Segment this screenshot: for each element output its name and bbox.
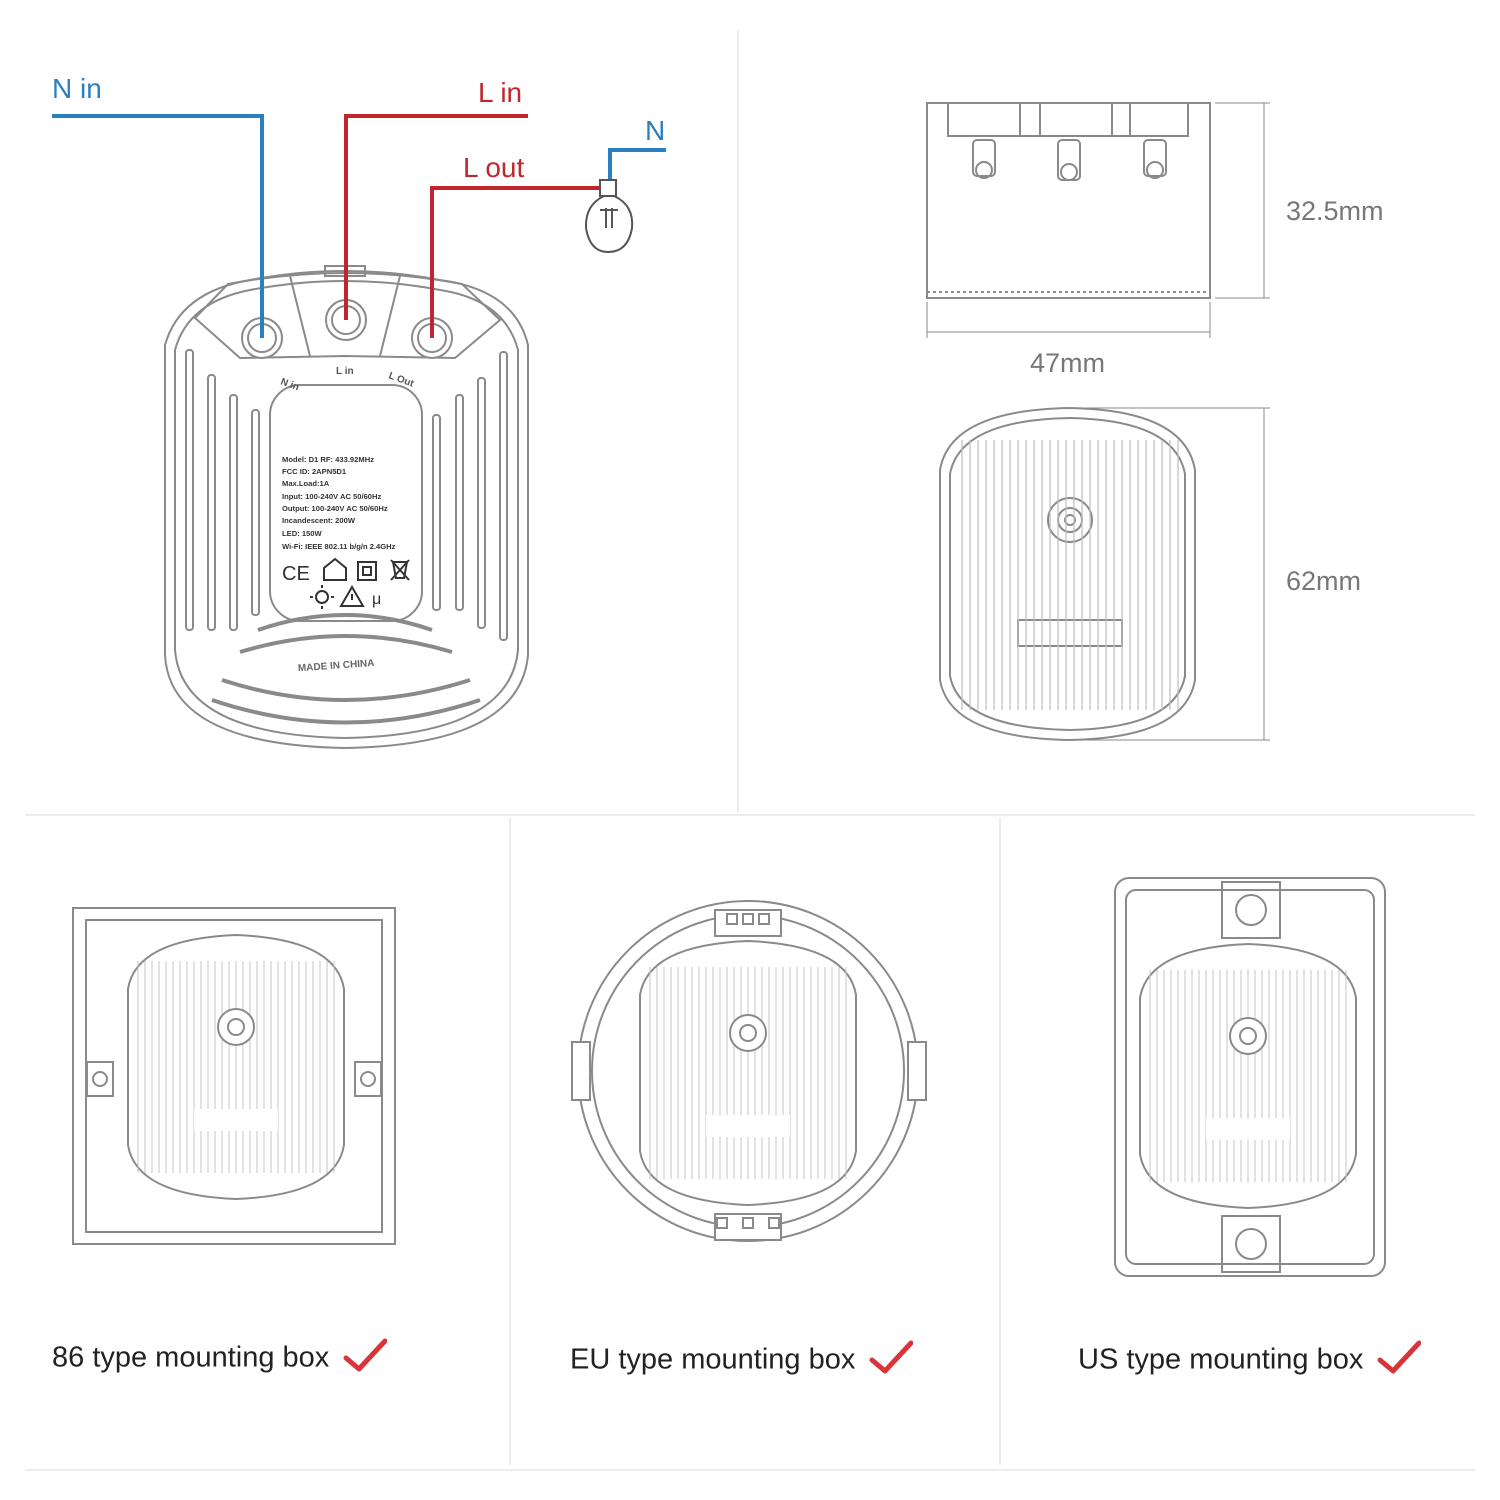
- mounting-label-eu: EU type mounting box: [570, 1340, 914, 1382]
- l-out-label: L out: [463, 152, 524, 183]
- label-area: [706, 1115, 790, 1137]
- center-screw-inner: [739, 1024, 757, 1042]
- neutral-in-wire: [52, 114, 264, 338]
- front-view-ribs: [961, 440, 1179, 710]
- mounting-label-us: US type mounting box: [1078, 1340, 1422, 1382]
- mounting-label-86-text: 86 type mounting box: [52, 1341, 330, 1374]
- mu-icon: μ: [372, 591, 381, 608]
- bin-icon: [390, 559, 410, 581]
- label-area: [194, 1109, 278, 1131]
- live-in-wire: [344, 114, 528, 320]
- check-icon: [1377, 1340, 1422, 1382]
- device-back-view: [164, 265, 529, 750]
- warning-icon: [339, 585, 365, 607]
- device-in-86-box: [127, 933, 345, 1201]
- height-dimension: 32.5mm: [1286, 196, 1384, 226]
- spec-line: Input: 100-240V AC 50/60Hz: [282, 492, 382, 501]
- side-screw: [1057, 139, 1081, 181]
- device-in-eu-box: [639, 939, 857, 1207]
- terminal-label-l-in: L in: [336, 366, 354, 377]
- device-side-view: [926, 102, 1270, 338]
- center-screw: [729, 1014, 767, 1052]
- mounting-box-eu: [571, 900, 927, 1242]
- center-screw-inner: [227, 1018, 245, 1036]
- device-front-view: [939, 406, 1270, 742]
- spec-line: Max.Load:1A: [282, 479, 330, 488]
- mounting-box-86: [72, 907, 396, 1245]
- double-square-icon: [357, 561, 377, 581]
- mounting-box-us: [1114, 877, 1386, 1277]
- center-screw: [1229, 1017, 1267, 1055]
- spec-line: LED: 150W: [282, 529, 322, 538]
- spec-label: Model: D1 RF: 433.92MHz FCC ID: 2APN5D1 …: [282, 455, 396, 551]
- center-screw-inner: [1239, 1027, 1257, 1045]
- l-in-label: L in: [478, 77, 522, 108]
- mounting-label-86: 86 type mounting box: [52, 1338, 388, 1380]
- check-icon: [343, 1338, 388, 1380]
- width-dimension: 47mm: [1030, 348, 1105, 378]
- label-area: [1206, 1118, 1290, 1140]
- check-icon: [869, 1340, 914, 1382]
- center-screw: [217, 1008, 255, 1046]
- device-outline: [1139, 942, 1357, 1210]
- device-outline: [127, 933, 345, 1201]
- made-in-label: MADE IN CHINA: [298, 658, 375, 674]
- side-screw: [1143, 139, 1167, 179]
- neutral-load-wire: [608, 148, 666, 182]
- mounting-label-eu-text: EU type mounting box: [570, 1343, 856, 1376]
- ce-mark-icon: CE: [282, 563, 310, 585]
- spec-line: Output: 100-240V AC 50/60Hz: [282, 504, 388, 513]
- spec-line: Wi-Fi: IEEE 802.11 b/g/n 2.4GHz: [282, 542, 396, 551]
- n-in-label: N in: [52, 73, 102, 104]
- sun-icon: [310, 585, 334, 609]
- length-dimension: 62mm: [1286, 566, 1361, 596]
- mounting-label-us-text: US type mounting box: [1078, 1343, 1364, 1376]
- wiring-diagram: N in L in L out N N in L in L Out Model:…: [52, 73, 666, 750]
- certification-marks: CE μ: [282, 557, 410, 609]
- spec-line: Incandescent: 200W: [282, 516, 356, 525]
- device-in-us-box: [1139, 942, 1357, 1210]
- spec-line: FCC ID: 2APN5D1: [282, 467, 347, 476]
- house-icon: [323, 557, 347, 581]
- spec-line: Model: D1 RF: 433.92MHz: [282, 455, 374, 464]
- light-bulb-icon: [584, 179, 634, 254]
- live-out-wire: [430, 186, 600, 338]
- device-outline: [639, 939, 857, 1207]
- n-label: N: [645, 115, 665, 146]
- side-screw: [972, 139, 996, 179]
- dimension-views: 32.5mm 47mm 62mm: [926, 102, 1384, 742]
